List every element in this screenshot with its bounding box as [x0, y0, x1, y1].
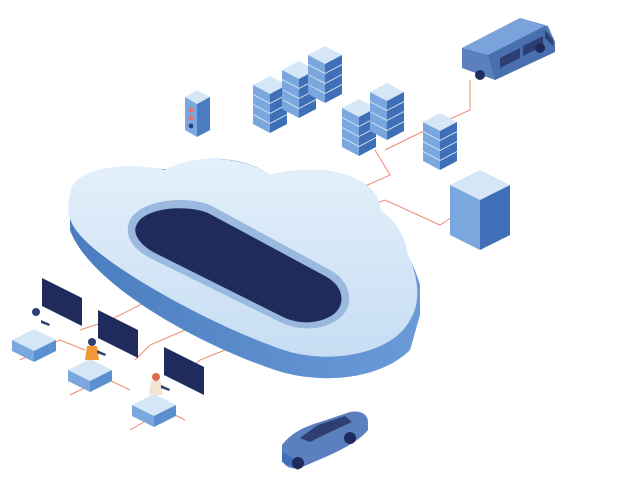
server-stack-1: [253, 76, 287, 133]
person-arm: [97, 350, 106, 356]
link-cloud-ws2: [134, 329, 186, 361]
monitor-icon: [98, 310, 138, 358]
van-icon: [462, 18, 555, 80]
car-icon: [282, 411, 368, 470]
server-stack-4: [342, 99, 376, 156]
person-arm: [161, 385, 170, 391]
cloud-platform: [68, 158, 420, 379]
server-racks: [253, 46, 457, 170]
server-stack-2: [282, 61, 316, 118]
server-stack-3: [308, 46, 342, 103]
cloud-screen: [135, 208, 342, 323]
monitor-icon: [42, 278, 82, 326]
person-head: [152, 373, 160, 381]
person-body: [149, 381, 163, 395]
person-body: [85, 346, 99, 360]
person-head: [32, 308, 40, 316]
server-stack-5: [370, 83, 404, 140]
person-head: [88, 338, 96, 346]
person-body: [29, 316, 43, 330]
workstations: [12, 278, 204, 427]
person-arm: [41, 320, 50, 326]
workstation-3: [132, 347, 204, 427]
storage-cube: [450, 170, 510, 250]
traffic-light-icon: [185, 90, 210, 137]
monitor-icon: [164, 347, 204, 395]
workstation-1: [12, 278, 82, 362]
server-stack-6: [423, 113, 457, 170]
workstation-2: [68, 310, 138, 392]
